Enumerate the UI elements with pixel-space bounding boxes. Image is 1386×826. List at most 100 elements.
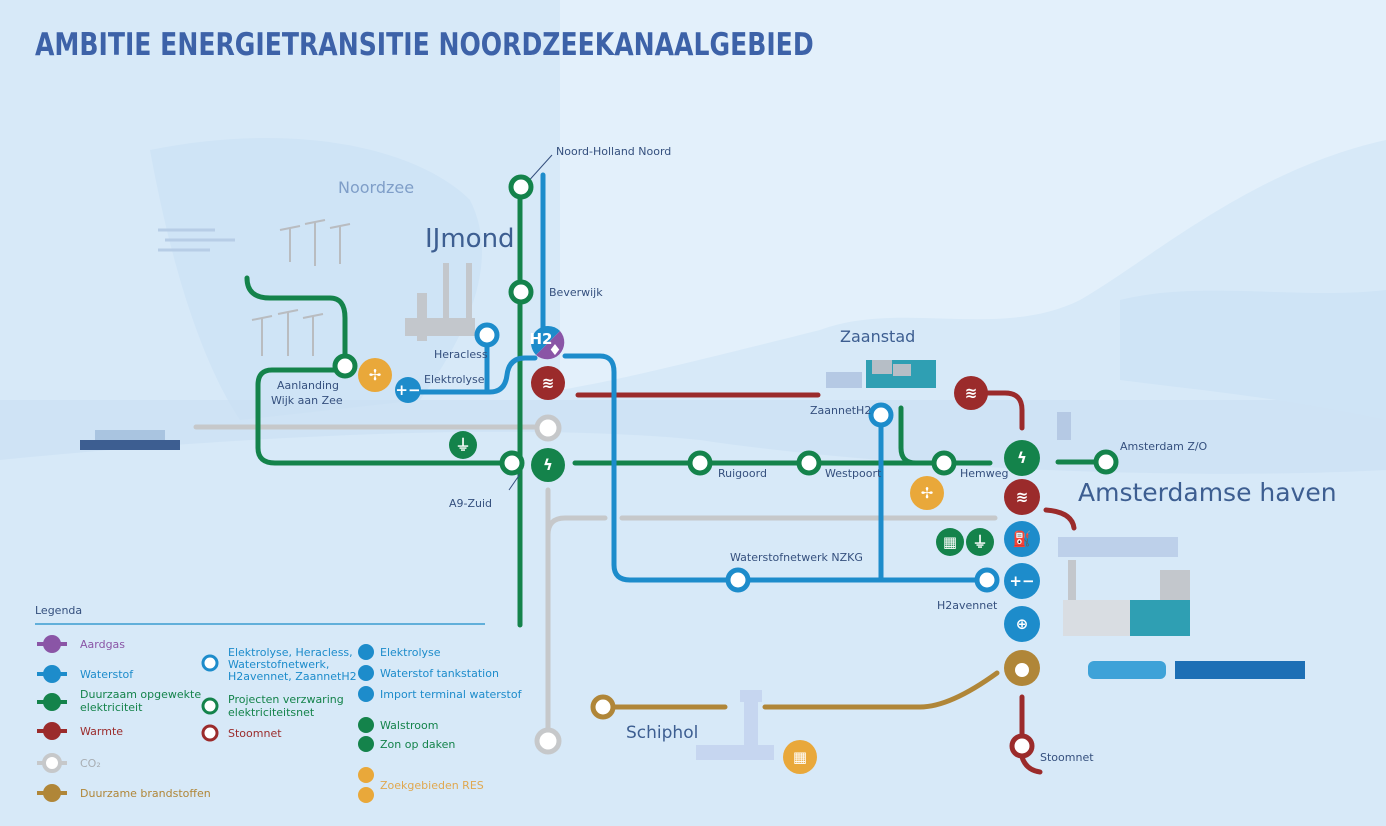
brandstoffen-line — [600, 670, 1000, 710]
svg-text:H2: H2 — [530, 330, 553, 348]
station-ruigoord — [687, 450, 713, 476]
wind-res-icon: ✢ — [358, 358, 392, 392]
plug-icon: ⏚ — [966, 528, 994, 556]
legend-item-waterstof: Waterstof — [37, 665, 134, 683]
label-waterstofnetwerk: Waterstofnetwerk NZKG — [730, 551, 863, 564]
region-schiphol: Schiphol — [626, 723, 698, 743]
svg-text:+−: +− — [1009, 572, 1034, 590]
svg-text:ϟ: ϟ — [543, 456, 553, 474]
svg-text:Walstroom: Walstroom — [380, 719, 438, 732]
station-heracless — [474, 322, 500, 348]
control-tower-illustration — [696, 690, 774, 760]
heat-icon: ≋ — [531, 366, 565, 400]
co2-line — [545, 515, 998, 538]
region-noordzee: Noordzee — [338, 178, 414, 197]
svg-text:✢: ✢ — [369, 366, 382, 384]
warmte-line — [1043, 507, 1077, 531]
svg-text:ϟ: ϟ — [1017, 449, 1027, 467]
label-amsterdam-zo: Amsterdam Z/O — [1120, 440, 1208, 453]
page-title: AMBITIE ENERGIETRANSITIE NOORDZEEKANAALG… — [35, 27, 814, 63]
legend-item-waterstof-nodes: Elektrolyse, Heracless,Waterstofnetwerk,… — [201, 646, 357, 683]
legend-item-zon-op-daken: Zon op daken — [358, 736, 455, 752]
svg-text:Waterstof tankstation: Waterstof tankstation — [380, 667, 499, 680]
svg-text:⏚: ⏚ — [455, 436, 470, 454]
svg-text:Duurzaam opgewekte: Duurzaam opgewekte — [80, 688, 201, 701]
legend-item-stoomnet-nodes: Stoomnet — [201, 724, 282, 742]
legend-item-aardgas: Aardgas — [37, 635, 125, 653]
station-co2 — [534, 414, 562, 442]
bolt-icon: ϟ — [1004, 440, 1040, 476]
elektrolyse-icon: +− — [395, 377, 421, 403]
svg-text:⛽: ⛽ — [1013, 530, 1032, 548]
station-aanlanding-wijk-aan-zee — [332, 353, 358, 379]
region-amsterdamse-haven: Amsterdamse haven — [1078, 478, 1337, 507]
plug-icon: ⏚ — [449, 431, 477, 459]
globe-icon: ⊕ — [1004, 606, 1040, 642]
region-ijmond: IJmond — [425, 224, 515, 254]
svg-text:elektriciteit: elektriciteit — [80, 701, 143, 714]
legend-title: Legenda — [35, 604, 82, 617]
svg-text:Duurzame brandstoffen: Duurzame brandstoffen — [80, 787, 211, 800]
label-noord-holland-noord: Noord-Holland Noord — [556, 145, 671, 158]
label-hemweg: Hemweg — [960, 467, 1009, 480]
legend-item-zoekgebieden-res: Zoekgebieden RES — [358, 767, 484, 803]
waterstof-line — [415, 355, 538, 395]
svg-text:✢: ✢ — [921, 484, 934, 502]
svg-text:≋: ≋ — [542, 374, 555, 392]
factory-ijmond-illustration — [405, 263, 475, 341]
svg-text:H2avennet, ZaannetH2: H2avennet, ZaannetH2 — [228, 670, 357, 683]
wind-turbines-illustration — [251, 219, 351, 356]
label-ruigoord: Ruigoord — [718, 467, 767, 480]
label-stoomnet: Stoomnet — [1040, 751, 1094, 764]
fuel-station-icon: ⛽ — [1004, 521, 1040, 557]
leader-line — [508, 473, 521, 491]
svg-text:Elektrolyse, Heracless,: Elektrolyse, Heracless, — [228, 646, 353, 659]
label-wijk-aan-zee: Wijk aan Zee — [271, 394, 343, 407]
svg-text:Import terminal waterstof: Import terminal waterstof — [380, 688, 523, 701]
elektriciteit-line — [898, 405, 919, 466]
station-labels: Noord-Holland Noord Beverwijk Heracless … — [271, 145, 1208, 764]
legend-item-brandstoffen: Duurzame brandstoffen — [37, 784, 211, 802]
legend-item-warmte: Warmte — [37, 722, 123, 740]
warmte-line — [982, 390, 1025, 431]
drop-icon — [1004, 650, 1040, 686]
svg-text:+−: +− — [395, 381, 420, 399]
station-hemweg — [931, 450, 957, 476]
station-zaannet — [868, 402, 894, 428]
lighthouse-illustration — [1057, 412, 1071, 440]
heat-icon: ≋ — [954, 376, 988, 410]
svg-text:Waterstof: Waterstof — [80, 668, 134, 681]
elektriciteit-line — [255, 367, 515, 466]
elektriciteit-line — [244, 275, 348, 368]
station-waterstofnetwerk — [725, 567, 751, 593]
label-h2avennet: H2avennet — [937, 599, 998, 612]
svg-text:⏚: ⏚ — [972, 533, 987, 551]
svg-text:▦: ▦ — [793, 748, 807, 766]
h2-aardgas-icon: H2♦ — [530, 326, 565, 360]
station-beverwijk — [508, 279, 534, 305]
amsterdam-industry-illustration — [1058, 537, 1190, 636]
svg-text:Zon op daken: Zon op daken — [380, 738, 455, 751]
station-a9-zuid — [499, 450, 525, 476]
waterstof-line — [562, 353, 988, 583]
station-stoomnet — [1009, 733, 1035, 759]
svg-text:Zoekgebieden RES: Zoekgebieden RES — [380, 779, 484, 792]
svg-text:▦: ▦ — [943, 533, 957, 551]
ship-illustration — [80, 430, 180, 450]
svg-text:♦: ♦ — [548, 341, 561, 359]
svg-text:Projecten verzwaring: Projecten verzwaring — [228, 693, 344, 706]
wind-icon — [158, 228, 235, 252]
svg-text:⊕: ⊕ — [1016, 615, 1029, 633]
icon-nodes: H2♦ ≋ ϟ ⏚ ✢ +− ≋ ✢ ▦ ⏚ ϟ ≋ ⛽ +− ⊕ ▦ — [358, 326, 1040, 774]
stations — [332, 174, 1119, 759]
svg-text:CO₂: CO₂ — [80, 757, 101, 770]
label-westpoort: Westpoort — [825, 467, 882, 480]
elektrolyse-icon: +− — [1004, 563, 1040, 599]
stoomnet-line — [1019, 694, 1043, 775]
legend-item-tankstation: Waterstof tankstation — [358, 665, 499, 681]
network-lines — [193, 154, 1109, 775]
region-zaanstad: Zaanstad — [840, 327, 915, 346]
station-h2avennet — [974, 567, 1000, 593]
